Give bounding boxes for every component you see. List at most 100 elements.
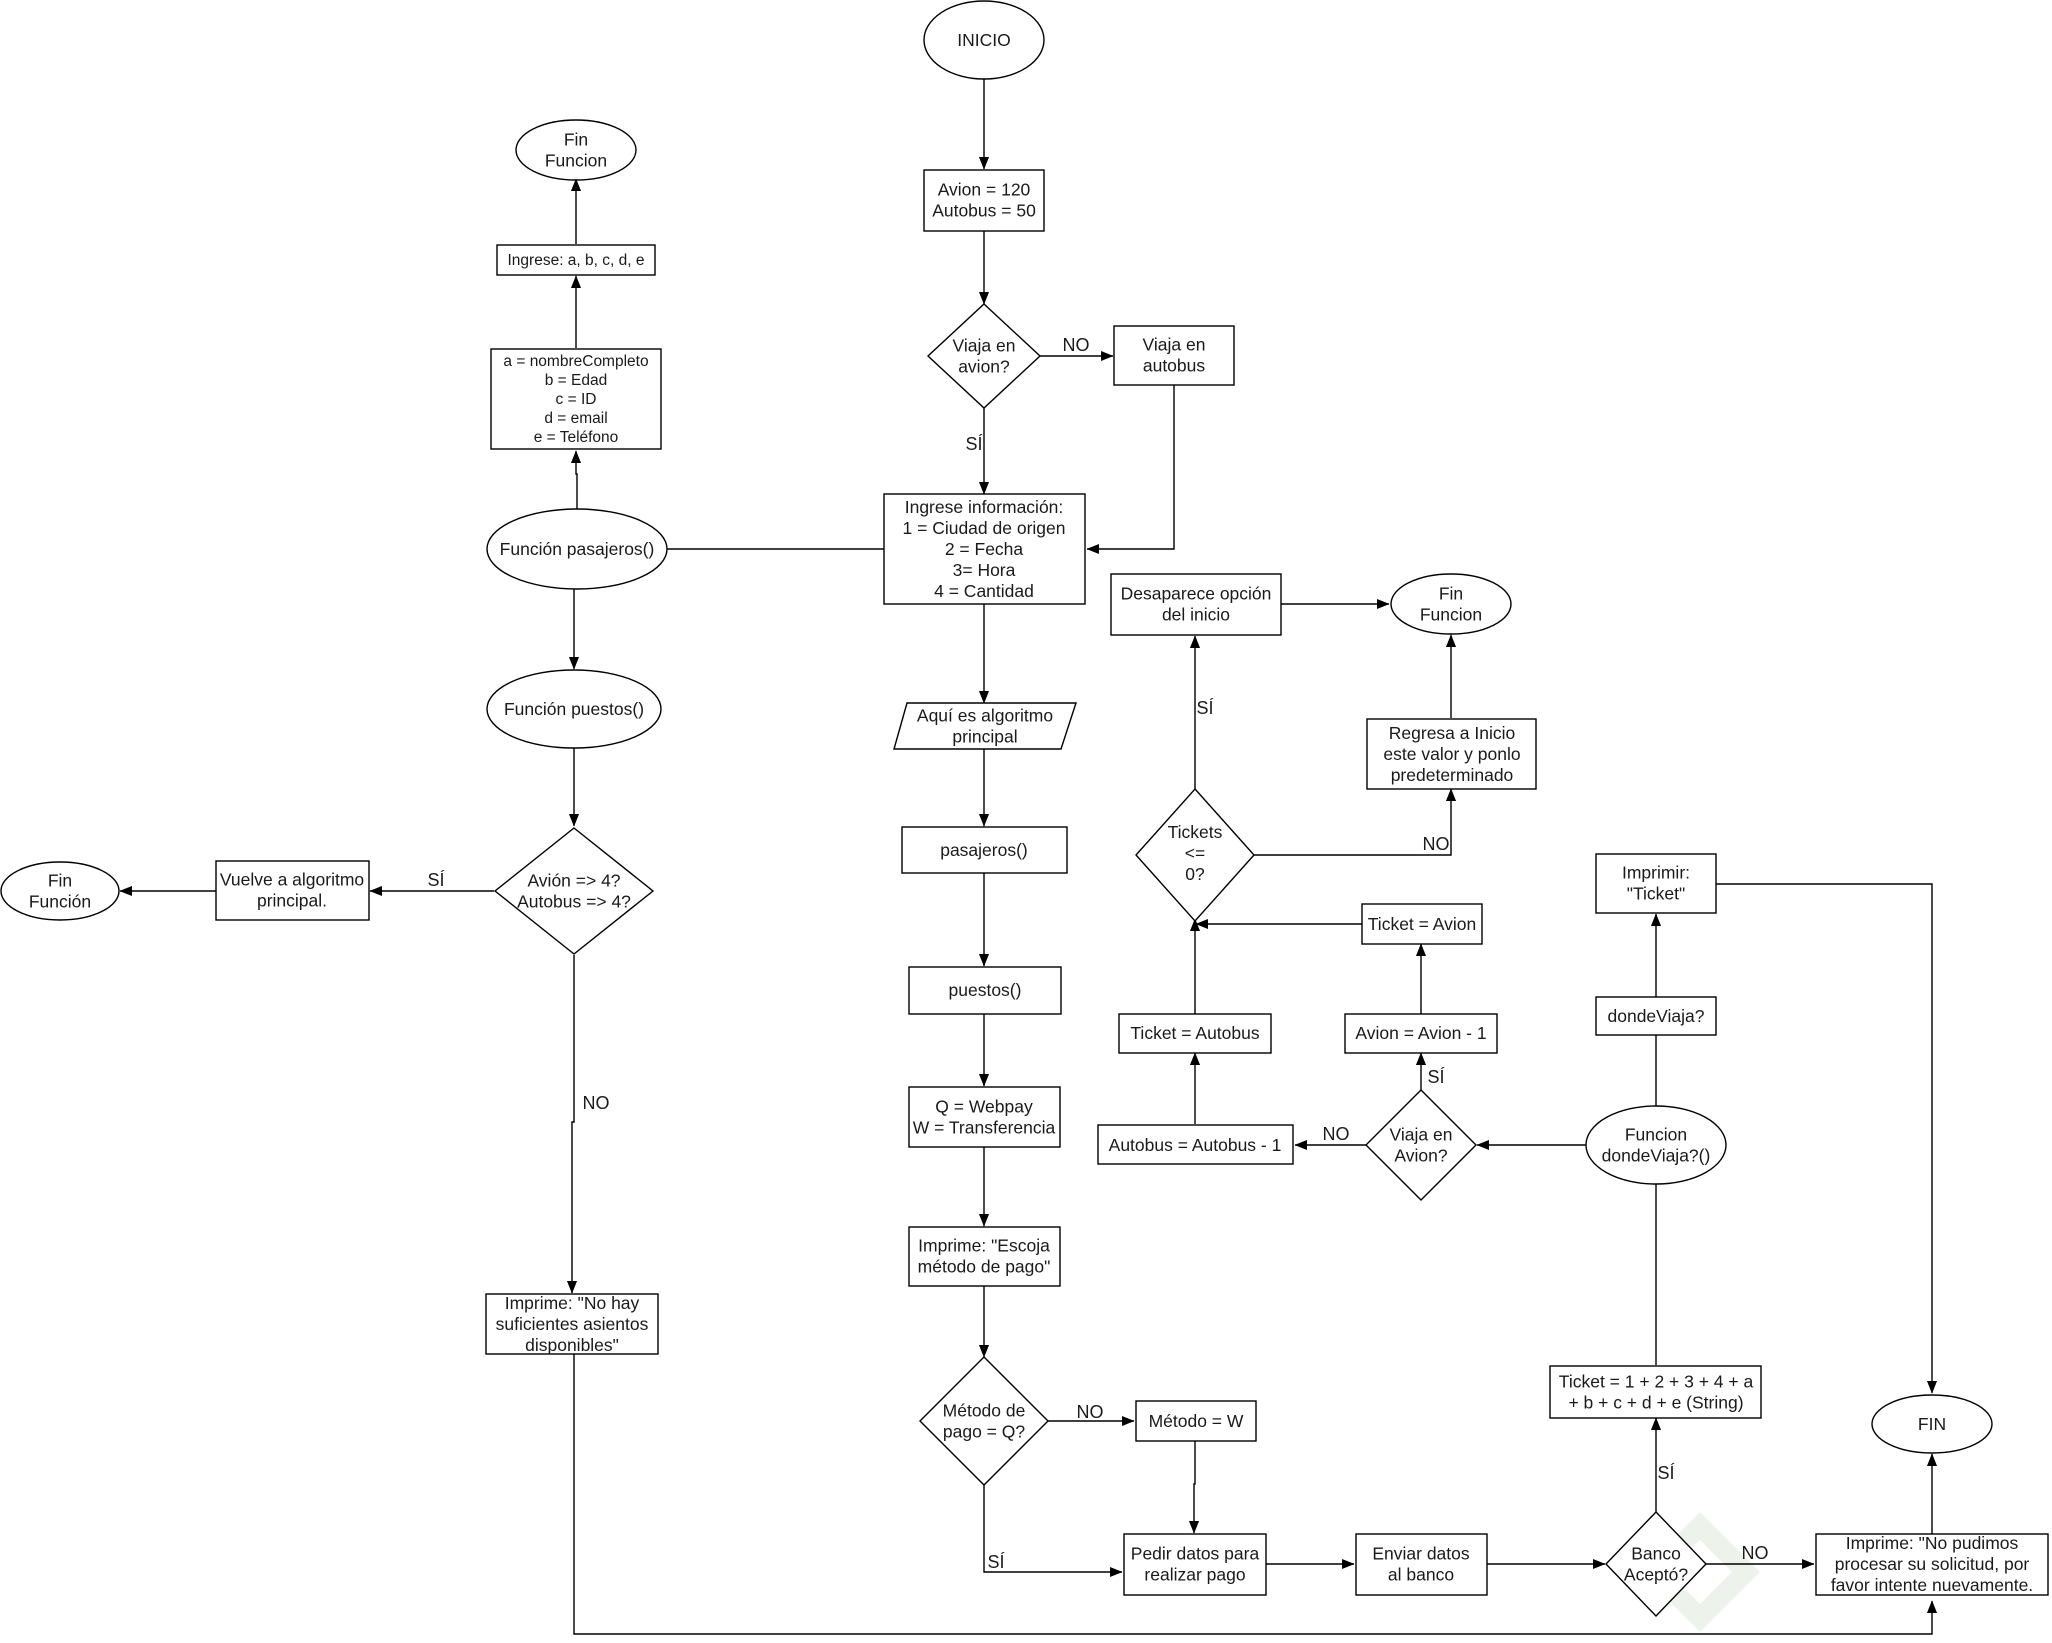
text-line: 2 = Fecha [945, 539, 1024, 559]
text-line: avion? [958, 357, 1010, 377]
text-line: e = Teléfono [534, 429, 619, 446]
label-tickets-si: SÍ [1196, 698, 1213, 718]
text-line: método de pago" [918, 1257, 1051, 1277]
text-line: Avión => 4? [527, 871, 620, 891]
node-ticket-autobus-text: Ticket = Autobus [1130, 1023, 1259, 1043]
text-line: Ingrese información: [905, 497, 1064, 517]
node-fin-funcion-right [1390, 573, 1512, 635]
text-line: Vuelve a algoritmo [220, 870, 364, 890]
text-line: Ticket = Avion [1368, 914, 1476, 934]
text-line: pasajeros() [940, 840, 1028, 860]
text-line: Avion = Avion - 1 [1355, 1023, 1486, 1043]
node-metodo-w-text: Método = W [1149, 1411, 1244, 1431]
text-line: 4 = Cantidad [934, 581, 1034, 601]
edge-q-nohay [566, 955, 578, 1294]
node-ingrese-info [883, 493, 1086, 605]
text-line: del inicio [1162, 605, 1230, 625]
node-pasajeros-call-text: pasajeros() [940, 840, 1028, 860]
edge-imprimir-fin [1716, 883, 1938, 1394]
node-inicio [923, 0, 1045, 80]
node-vuelve-algoritmo [215, 860, 370, 921]
node-funcion-pasajeros [486, 508, 668, 590]
text-line: Fin [1439, 584, 1463, 604]
text-line: Imprime: "No pudimos [1846, 1533, 2019, 1553]
text-line: Función [29, 892, 91, 912]
node-viaja-en-avion-decision [1365, 1089, 1477, 1201]
text-line: INICIO [957, 30, 1010, 50]
text-line: <= [1185, 843, 1205, 863]
label-viajaavion-no: NO [1323, 1124, 1350, 1144]
text-line: Método = W [1149, 1411, 1244, 1431]
node-ingrese-info-text: Ingrese información:1 = Ciudad de origen… [903, 497, 1066, 601]
node-fin-funcion-top [515, 119, 637, 181]
node-ticket-avion [1361, 903, 1483, 945]
node-puestos-call [908, 966, 1062, 1015]
text-line: c = ID [556, 391, 597, 408]
text-line: dondeViaja? [1608, 1006, 1705, 1026]
node-ticket-autobus [1118, 1013, 1272, 1054]
text-line: Viaja en [1390, 1125, 1453, 1145]
node-donde-viaja-q [1595, 996, 1717, 1036]
text-line: Método de [943, 1401, 1026, 1421]
node-autobus-minus [1097, 1124, 1294, 1165]
node-desaparece [1110, 573, 1282, 636]
text-line: realizar pago [1144, 1565, 1245, 1585]
node-ticket-avion-text: Ticket = Avion [1368, 914, 1476, 934]
text-line: suficientes asientos [496, 1314, 649, 1334]
text-line: Viaja en [953, 336, 1016, 356]
text-line: d = email [544, 410, 607, 427]
text-line: 1 = Ciudad de origen [903, 518, 1066, 538]
text-line: favor intente nuevamente. [1831, 1575, 2033, 1595]
text-line: + b + c + d + e (String) [1568, 1393, 1743, 1413]
node-avion-minus-text: Avion = Avion - 1 [1355, 1023, 1486, 1043]
text-line: Ingrese: a, b, c, d, e [508, 252, 645, 269]
node-avion-minus [1344, 1013, 1498, 1054]
text-line: Función puestos() [504, 699, 644, 719]
text-line: dondeViaja?() [1602, 1146, 1711, 1166]
edge-metodow-pedir [1188, 1441, 1200, 1534]
text-line: al banco [1388, 1565, 1454, 1585]
text-line: Funcion [545, 151, 607, 171]
node-regresa-inicio [1366, 718, 1537, 790]
node-enviar-banco [1355, 1533, 1488, 1596]
node-fin-main [1871, 1394, 1993, 1454]
text-line: Avion? [1394, 1146, 1447, 1166]
node-puestos-call-text: puestos() [949, 980, 1022, 1000]
text-line: Ticket = 1 + 2 + 3 + 4 + a [1559, 1372, 1754, 1392]
node-viaja-avion-decision [926, 303, 1042, 409]
text-line: Ticket = Autobus [1130, 1023, 1259, 1043]
node-metodo-q-decision [919, 1356, 1049, 1486]
edge-nohay-fin [573, 1354, 1938, 1635]
text-line: Pedir datos para [1131, 1544, 1260, 1564]
label-viajaavion-si: SÍ [1427, 1067, 1444, 1087]
text-line: predeterminado [1391, 765, 1514, 785]
node-no-hay-asientos [485, 1293, 659, 1355]
text-line: b = Edad [545, 372, 607, 389]
text-line: Banco [1631, 1544, 1681, 1564]
text-line: pago = Q? [943, 1422, 1025, 1442]
label-metodo-si: SÍ [987, 1552, 1004, 1572]
edge-funcionpasajeros-fields [570, 450, 582, 509]
text-line: principal. [257, 891, 327, 911]
text-line: Regresa a Inicio [1389, 723, 1515, 743]
text-line: Imprimir: [1622, 863, 1690, 883]
node-pasajeros-fields [490, 348, 662, 450]
label-puestos-no: NO [583, 1093, 610, 1113]
text-line: Imprime: "Escoja [918, 1236, 1050, 1256]
text-line: Funcion [1625, 1125, 1687, 1145]
text-line: procesar su solicitud, por [1835, 1554, 2030, 1574]
node-tickets-leq-zero-decision [1135, 787, 1255, 923]
node-funcion-puestos-text: Función puestos() [504, 699, 644, 719]
